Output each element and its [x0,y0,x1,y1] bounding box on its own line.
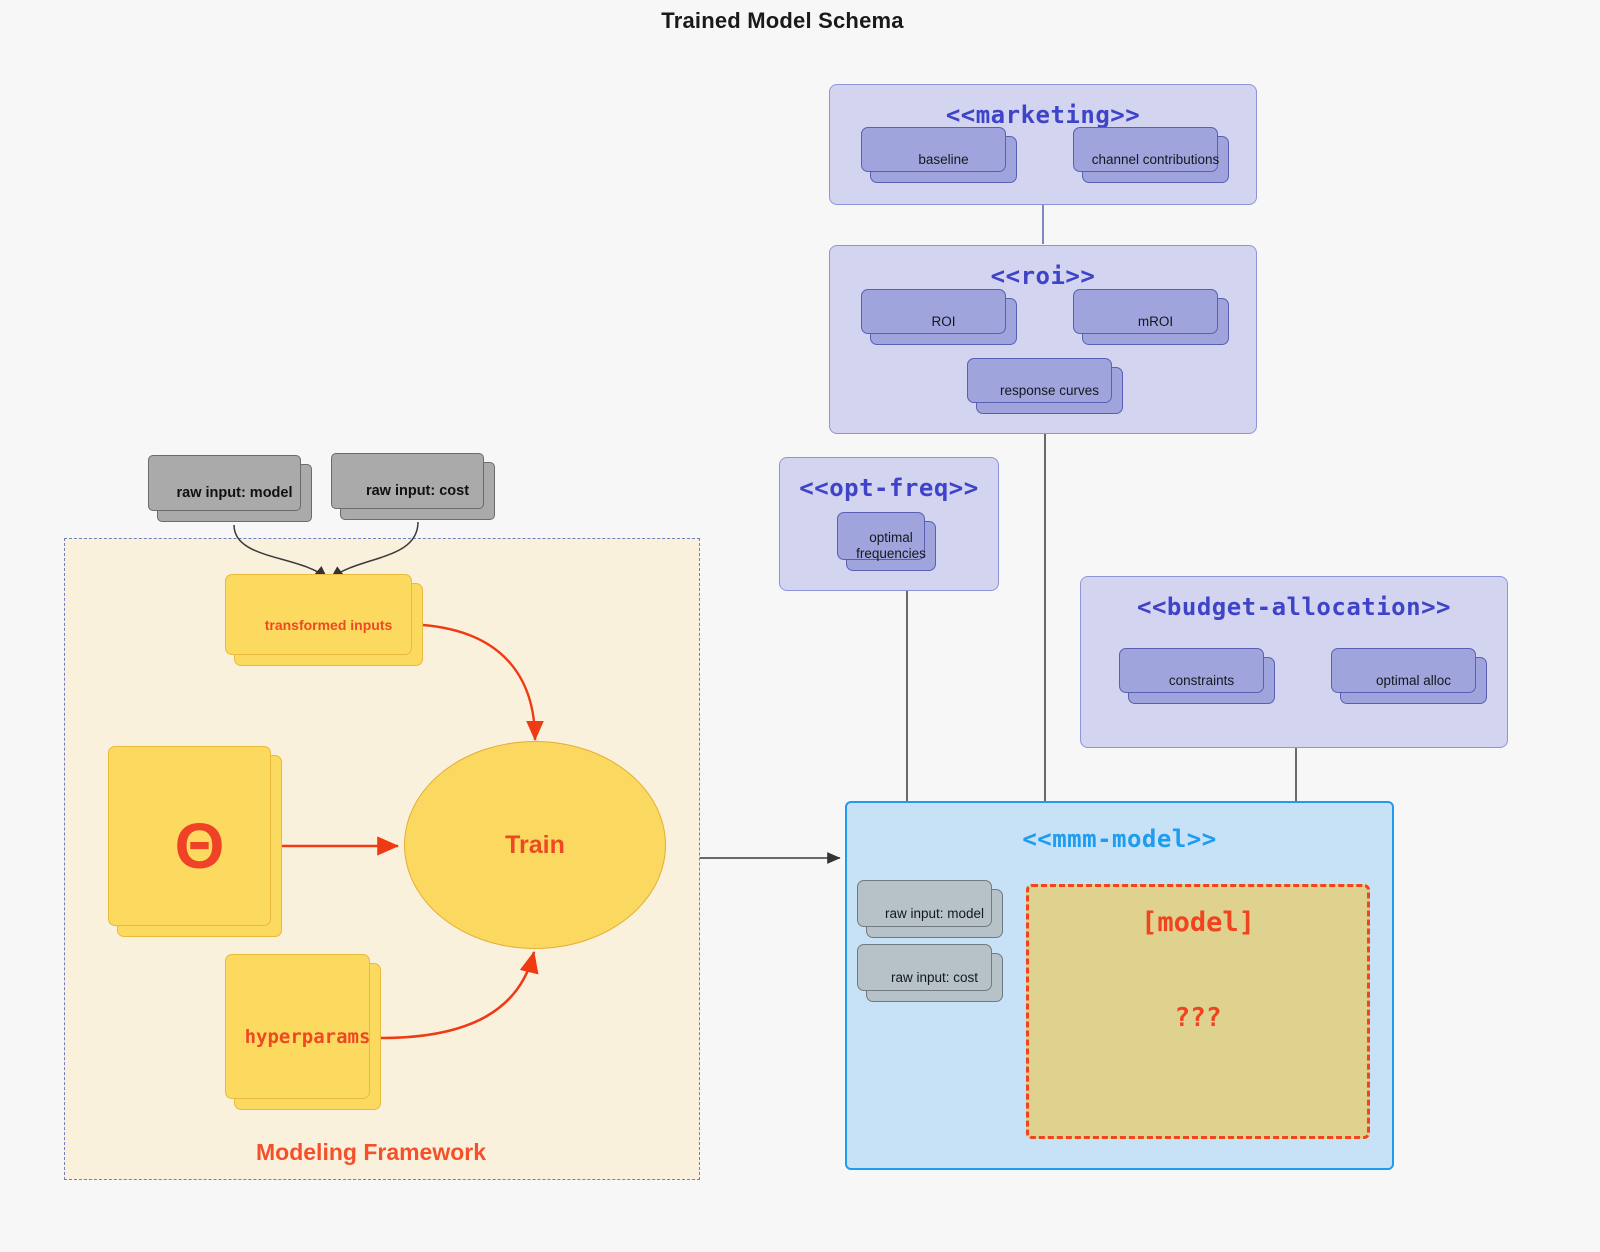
node-channel-contributions[interactable]: channel contributions [1073,127,1229,183]
group-roi-title: <<roi>> [990,262,1096,290]
node-mroi-label: mROI [1137,313,1174,329]
train-label: Train [505,830,565,859]
node-roi[interactable]: ROI [861,289,1017,345]
model-slot-label: [model] [1141,907,1255,938]
theta-card[interactable]: Θ [108,746,282,937]
transformed-inputs-label: transformed inputs [264,616,393,633]
theta-symbol: Θ [174,810,225,882]
node-baseline-label: baseline [918,151,969,167]
node-optimal-alloc[interactable]: optimal alloc [1331,648,1487,704]
node-optimal-frequencies[interactable]: optimal frequencies [837,512,936,571]
mmm-raw-input-model-card[interactable]: raw input: model [857,880,1003,938]
group-budget-allocation-title: <<budget-allocation>> [1137,593,1451,621]
raw-input-model-card[interactable]: raw input: model [148,455,312,522]
group-opt-freq-title: <<opt-freq>> [799,474,979,502]
group-marketing-title: <<marketing>> [945,101,1141,129]
hyperparams-card[interactable]: hyperparams [225,954,381,1110]
page-title: Trained Model Schema [661,8,904,33]
train-node[interactable]: Train [404,741,666,949]
node-optimal-frequencies-line1: optimal [869,530,913,546]
hyperparams-label: hyperparams [244,1025,371,1048]
node-constraints-label: constraints [1168,672,1235,688]
transformed-inputs-card[interactable]: transformed inputs [225,574,423,666]
raw-input-cost-card[interactable]: raw input: cost [331,453,495,520]
node-response-curves[interactable]: response curves [967,358,1123,414]
mmm-raw-input-model-label: raw input: model [884,906,985,921]
node-roi-label: ROI [931,313,956,329]
modeling-framework-label: Modeling Framework [256,1139,487,1165]
node-channel-contributions-label: channel contributions [1091,151,1220,167]
node-optimal-frequencies-line2: frequencies [856,546,926,561]
raw-input-model-label: raw input: model [176,485,293,501]
node-baseline[interactable]: baseline [861,127,1017,183]
mmm-raw-input-cost-card[interactable]: raw input: cost [857,944,1003,1002]
node-mroi[interactable]: mROI [1073,289,1229,345]
node-optimal-alloc-label: optimal alloc [1375,672,1452,688]
raw-input-cost-label: raw input: cost [365,483,470,499]
node-constraints[interactable]: constraints [1119,648,1275,704]
model-slot-unknown-label: ??? [1174,1003,1222,1033]
node-response-curves-label: response curves [999,382,1100,398]
group-mmm-model-title: <<mmm-model>> [1022,825,1217,853]
mmm-raw-input-cost-label: raw input: cost [890,970,979,985]
model-slot-placeholder[interactable]: [model] ??? [1026,884,1370,1139]
